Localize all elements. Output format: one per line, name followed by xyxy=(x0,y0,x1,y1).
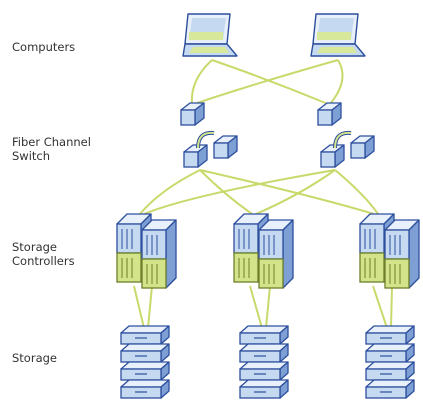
fiber-channel-switch-label: Fiber Channel Switch xyxy=(12,135,91,163)
fiber-channel-switch-icon xyxy=(317,102,375,168)
storage-array-icon xyxy=(239,325,289,399)
storage-controller-icon xyxy=(359,213,420,289)
storage-controller-icon xyxy=(233,213,294,289)
storage-controller-icon xyxy=(116,213,177,289)
storage-array-icon xyxy=(365,325,415,399)
connection-lines xyxy=(133,59,393,329)
laptop-icon xyxy=(310,13,366,57)
fiber-channel-switch-icon xyxy=(180,102,238,168)
laptop-icon xyxy=(182,13,238,57)
storage-controllers-label: Storage Controllers xyxy=(12,240,75,268)
computers-label: Computers xyxy=(12,40,76,54)
storage-label: Storage xyxy=(12,351,57,365)
storage-array-icon xyxy=(120,325,170,399)
